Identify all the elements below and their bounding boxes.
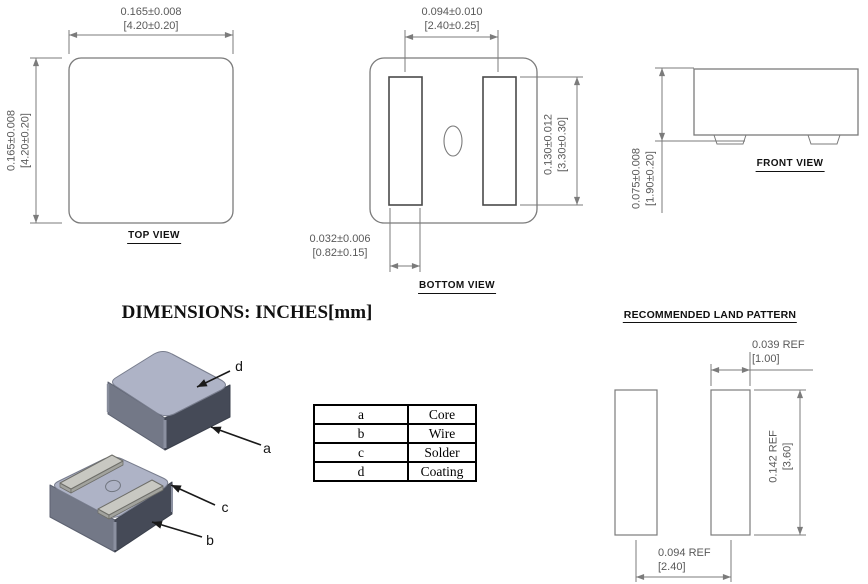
land-pattern-pad-length-dim-text: 0.142 REF [3.60]: [768, 397, 795, 517]
legend-value: Solder: [407, 442, 477, 463]
bottom-view-pad-width-dim-text: 0.032±0.006 [0.82±0.15]: [309, 233, 370, 260]
iso-view-bottom-body: [49, 454, 173, 553]
dim-inches: 0.094 REF: [658, 547, 711, 559]
dim-inches: 0.130±0.012: [542, 113, 555, 176]
land-pattern-pad-width-dim-text: 0.039 REF [1.00]: [752, 339, 805, 366]
top-view-drawing: [30, 30, 234, 224]
dim-mm: [1.00]: [752, 352, 780, 365]
bottom-view-pad-spacing-dim-text: 0.094±0.010 [2.40±0.25]: [421, 6, 482, 33]
front-view-label: FRONT VIEW: [755, 158, 825, 172]
bottom-view-pad-length-dim-text: 0.130±0.012 [3.30±0.30]: [543, 85, 570, 205]
dim-inches: 0.032±0.006: [309, 233, 371, 245]
dim-mm: [4.20±0.20]: [123, 19, 179, 32]
dim-mm: [2.40]: [658, 560, 686, 573]
iso-view-coated-body: [106, 351, 231, 451]
dimensions-units-heading: DIMENSIONS: INCHES[mm]: [121, 302, 373, 323]
bottom-center-dimple: [105, 479, 121, 493]
bottom-view-label: BOTTOM VIEW: [418, 280, 496, 294]
callout-arrow-a: [210, 426, 262, 446]
dim-inches: 0.039 REF: [752, 339, 805, 351]
dim-inches: 0.165±0.008: [120, 6, 182, 18]
material-legend-table: a Core b Wire c Solder d Coating: [313, 404, 477, 482]
legend-value: Core: [407, 404, 477, 425]
legend-key: a: [313, 404, 409, 425]
dim-mm: [4.20±0.20]: [19, 113, 31, 168]
legend-key: b: [313, 423, 409, 444]
land-pattern-title: RECOMMENDED LAND PATTERN: [622, 309, 798, 323]
land-pattern-pad-right: [710, 389, 751, 536]
top-view-body-outline: [68, 57, 234, 224]
legend-value: Wire: [407, 423, 477, 444]
dim-mm: [0.82±0.15]: [312, 246, 368, 259]
table-row: a Core: [313, 404, 477, 425]
top-view-width-dim-text: 0.165±0.008 [4.20±0.20]: [120, 6, 181, 33]
callout-arrows: [151, 370, 262, 538]
dim-inches: 0.075±0.008: [630, 147, 643, 210]
land-pattern-pitch-dim-text: 0.094 REF [2.40]: [658, 547, 711, 574]
callout-letter-a: a: [263, 440, 271, 456]
top-view-height-dim-text: 0.165±0.008 [4.20±0.20]: [6, 81, 33, 201]
front-view-terminal-left: [713, 134, 747, 145]
front-view-body-outline: [693, 68, 859, 136]
solder-pad-top: [59, 454, 124, 490]
front-view-terminal-right: [807, 134, 841, 145]
land-pattern-pad-left: [614, 389, 658, 536]
callout-arrow-d: [196, 370, 231, 388]
table-row: d Coating: [313, 461, 477, 482]
bottom-view-center-hole: [443, 125, 463, 157]
body-top-face: [112, 351, 226, 417]
dim-mm: [3.60]: [781, 442, 793, 471]
table-row: b Wire: [313, 423, 477, 444]
bottom-view-pad-right: [482, 76, 517, 206]
front-view-drawing: [655, 67, 859, 213]
table-row: c Solder: [313, 442, 477, 463]
dim-mm: [3.30±0.30]: [556, 117, 568, 172]
callout-arrow-b: [151, 521, 203, 538]
callout-letter-d: d: [235, 358, 243, 374]
dim-mm: [2.40±0.25]: [424, 19, 480, 32]
dim-inches: 0.165±0.008: [5, 109, 18, 172]
dim-inches: 0.094±0.010: [421, 6, 483, 18]
land-pattern-drawing: [614, 352, 813, 582]
callout-letter-b: b: [206, 532, 214, 548]
dim-inches: 0.142 REF: [767, 430, 780, 483]
legend-value: Coating: [407, 461, 477, 482]
bottom-view-body-outline: [369, 57, 538, 224]
bottom-view-pad-left: [388, 76, 423, 206]
legend-key: c: [313, 442, 409, 463]
solder-pad-top: [97, 479, 164, 516]
callout-letter-c: c: [221, 499, 229, 515]
top-view-label: TOP VIEW: [127, 230, 181, 244]
front-view-height-dim-text: 0.075±0.008 [1.90±0.20]: [631, 119, 658, 239]
callout-arrow-c: [170, 484, 216, 506]
legend-key: d: [313, 461, 409, 482]
bottom-view-drawing: [369, 30, 583, 272]
dim-mm: [1.90±0.20]: [644, 151, 656, 206]
